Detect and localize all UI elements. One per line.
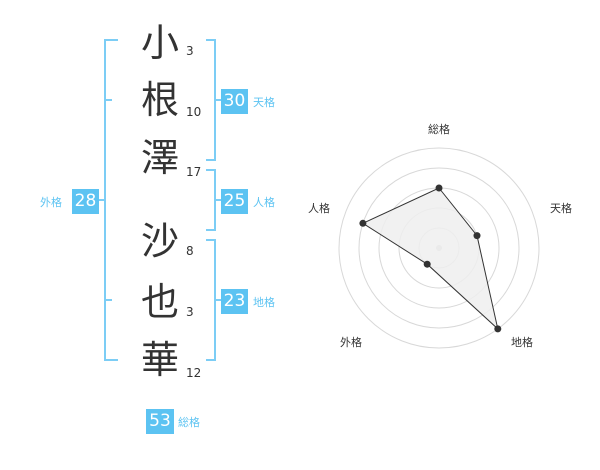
name-char-2: 根 (140, 78, 179, 122)
radar-point-4 (423, 260, 431, 268)
jinkaku-label: 人格 (253, 196, 275, 209)
name-char-6: 華 (140, 338, 179, 382)
soukaku-label: 総格 (178, 416, 200, 429)
stroke-count-5: 3 (186, 305, 194, 319)
radar-grid-ring (338, 147, 540, 349)
stroke-count-1: 3 (186, 44, 194, 58)
soukaku-value: 53 (146, 409, 174, 434)
tenkaku-label: 天格 (253, 96, 275, 109)
radar-point-2 (473, 232, 481, 240)
name-char-4: 沙 (140, 219, 179, 263)
name-char-3: 澤 (140, 136, 179, 180)
stroke-count-2: 10 (186, 105, 202, 119)
radar-axis-label-gaikaku: 外格 (340, 336, 362, 349)
radar-axis-label-chikaku: 地格 (511, 336, 533, 349)
name-char-5: 也 (140, 280, 179, 324)
gaikaku-label: 外格 (40, 196, 62, 209)
radar-series-polygon (361, 187, 499, 331)
radar-axis-label-tenkaku: 天格 (550, 202, 572, 215)
radar-axis-label-jinkaku: 人格 (308, 202, 330, 215)
stroke-count-3: 17 (186, 165, 202, 179)
gaikaku-value: 28 (72, 189, 99, 214)
radar-point-5 (359, 219, 367, 227)
chikaku-value: 23 (221, 289, 248, 314)
stroke-count-6: 12 (186, 366, 202, 380)
stroke-count-4: 8 (186, 244, 194, 258)
radar-grid-ring (358, 167, 520, 329)
radar-axis-label-soukaku: 総格 (428, 123, 450, 136)
tenkaku-value: 30 (221, 89, 248, 114)
radar-point-1 (435, 184, 443, 192)
jinkaku-value: 25 (221, 189, 248, 214)
chikaku-label: 地格 (253, 296, 275, 309)
name-char-1: 小 (140, 21, 179, 65)
radar-point-3 (494, 325, 502, 333)
